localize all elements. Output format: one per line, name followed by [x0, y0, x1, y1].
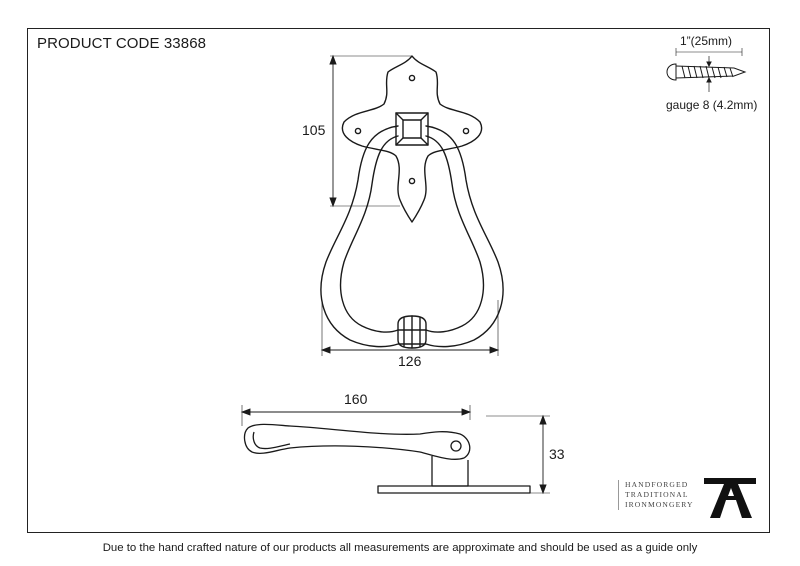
footer-disclaimer: Due to the hand crafted nature of our pr…	[102, 542, 698, 554]
screw-icon	[666, 48, 747, 92]
rivet-hole-right	[462, 127, 470, 135]
side-view-ring	[243, 423, 471, 460]
brand-text: HANDFORGED TRADITIONAL IRONMONGERY	[618, 480, 705, 510]
screw-gauge: gauge 8 (4.2mm)	[666, 98, 758, 112]
brand-line-2: TRADITIONAL	[625, 490, 689, 499]
knocker-ring-inner	[339, 135, 485, 333]
product-code: PRODUCT CODE 33868	[37, 35, 207, 52]
backplate-outline	[341, 55, 483, 223]
rivet-hole-left	[354, 127, 362, 135]
depth-dimension: 33	[549, 446, 565, 462]
brand-line-1: HANDFORGED	[625, 480, 689, 489]
side-view-backplate	[377, 485, 531, 494]
rivet-hole-bottom	[408, 177, 416, 185]
height-dimension: 105	[302, 122, 326, 138]
width-dimension: 126	[398, 353, 422, 369]
length-dimension: 160	[344, 391, 368, 407]
drawing-frame	[27, 28, 770, 533]
brand-line-3: IRONMONGERY	[625, 500, 694, 509]
side-view-bracket	[431, 456, 469, 487]
side-view-pivot	[450, 440, 462, 452]
pyramid-boss	[395, 112, 429, 146]
screw-length: 1”(25mm)	[680, 34, 733, 48]
striker-knop	[397, 315, 427, 349]
anvil-a-logo-icon	[704, 478, 756, 518]
rivet-hole-top	[408, 74, 416, 82]
